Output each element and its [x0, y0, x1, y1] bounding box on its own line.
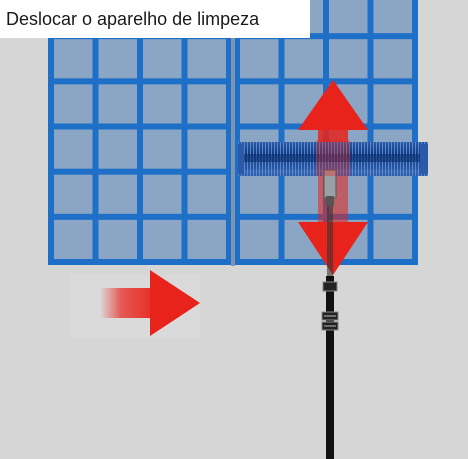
solar-cell	[329, 39, 368, 79]
solar-cell	[329, 0, 368, 34]
solar-cell	[143, 39, 182, 79]
solar-panel-left	[48, 0, 232, 265]
solar-cell	[373, 0, 412, 34]
diagram-title: Deslocar o aparelho de limpeza	[6, 9, 260, 29]
arrow-overlay	[316, 140, 350, 176]
arrow-right-icon	[100, 270, 200, 336]
solar-cell	[187, 129, 226, 169]
solar-cell	[187, 39, 226, 79]
solar-cell	[373, 39, 412, 79]
solar-cell	[187, 174, 226, 214]
solar-cell	[98, 129, 137, 169]
solar-cell	[143, 219, 182, 259]
solar-cell	[54, 219, 93, 259]
solar-cell	[54, 129, 93, 169]
panel-gap	[231, 0, 235, 266]
solar-cell	[54, 84, 93, 124]
solar-cell	[143, 174, 182, 214]
solar-cell	[240, 219, 279, 259]
solar-cell	[373, 174, 412, 214]
telescopic-pole-icon	[321, 206, 339, 459]
solar-cell	[143, 129, 182, 169]
brush-head-icon	[238, 142, 428, 206]
solar-cell	[373, 219, 412, 259]
solar-cell	[284, 39, 323, 79]
solar-cell	[54, 39, 93, 79]
title-box: Deslocar o aparelho de limpeza	[0, 0, 310, 38]
solar-cell	[240, 84, 279, 124]
solar-cell	[187, 84, 226, 124]
solar-cell	[284, 174, 323, 214]
solar-cell	[54, 174, 93, 214]
solar-cell	[187, 219, 226, 259]
solar-cell	[98, 39, 137, 79]
solar-cell	[240, 39, 279, 79]
solar-cell	[240, 174, 279, 214]
solar-cell	[98, 174, 137, 214]
solar-cell	[143, 84, 182, 124]
solar-cell	[373, 84, 412, 124]
solar-cell	[98, 219, 137, 259]
solar-cell	[98, 84, 137, 124]
